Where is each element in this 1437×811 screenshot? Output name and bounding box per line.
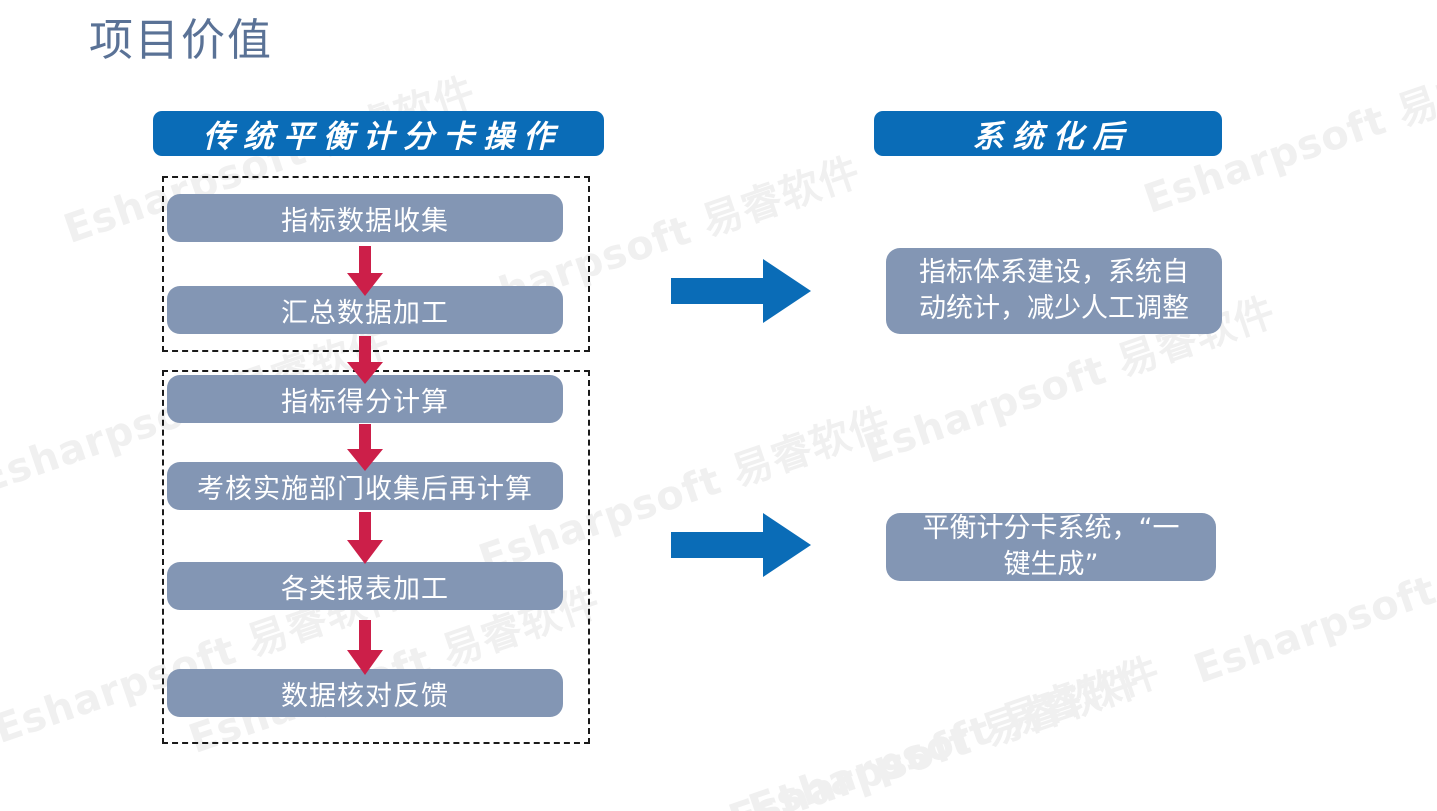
result-line: 指标体系建设，系统自 [919,256,1189,288]
process-box-step-5: 各类报表加工 [167,562,563,610]
arrow-down-icon [347,424,383,471]
dashed-group-data-collection [162,176,590,352]
process-box-step-6: 数据核对反馈 [167,669,563,717]
arrow-down-icon [347,512,383,564]
column-header-traditional: 传统平衡计分卡操作 [153,111,604,156]
arrow-right-icon [671,513,811,577]
watermark-text: Esharpsoft 易睿软件 [743,648,1167,811]
process-box-step-1: 指标数据收集 [167,194,563,242]
dashed-group-score-computation [162,370,590,744]
result-line: 平衡计分卡系统，“一 [922,512,1180,544]
watermark-text: Esharpsoft 易睿软件 [723,658,1147,811]
page-title: 项目价值 [89,15,273,66]
result-line: 动统计，减少人工调整 [919,293,1189,324]
column-header-systemized: 系统化后 [874,111,1222,156]
arrow-right-icon [671,259,811,323]
arrow-down-icon [347,620,383,675]
result-box-indicator-system: 指标体系建设，系统自 动统计，减少人工调整 [886,248,1222,334]
process-box-step-4: 考核实施部门收集后再计算 [167,462,563,510]
watermark-text: Esharpsoft 易睿软件 [1188,509,1437,693]
result-box-one-click-generation: 平衡计分卡系统，“一 键生成” [886,513,1216,581]
result-line: 键生成” [1003,549,1099,580]
arrow-down-icon [347,336,383,384]
arrow-down-icon [347,246,383,296]
